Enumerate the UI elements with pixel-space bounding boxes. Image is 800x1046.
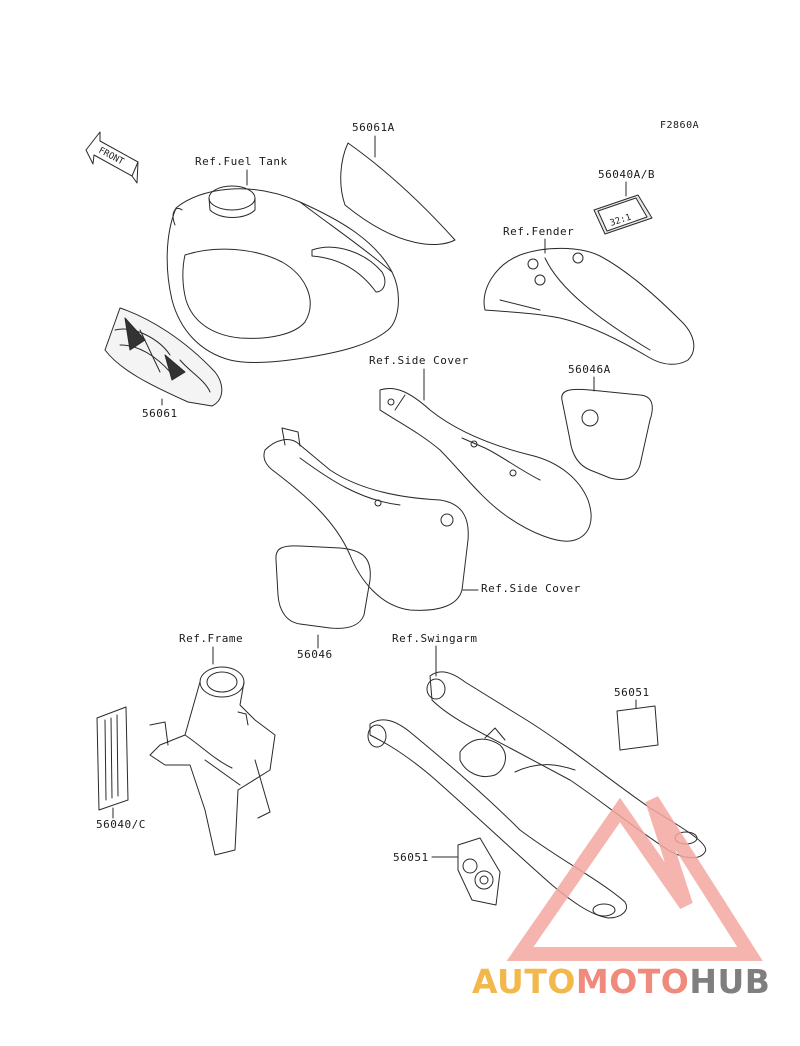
label-diagram-code: F2860A	[660, 120, 700, 131]
fender-outline	[483, 247, 695, 365]
label-ref-swingarm: Ref.Swingarm	[392, 632, 478, 645]
side-cover-upper-outline	[379, 387, 592, 542]
label-56051-lower: 56051	[393, 851, 429, 864]
label-ref-fender: Ref.Fender	[503, 225, 575, 238]
watermark-part-hub: HUB	[689, 962, 771, 1001]
side-cover-lower-outline	[263, 427, 469, 611]
watermark-part-auto: AUTO	[472, 962, 576, 1001]
decal-56051-lower	[457, 837, 501, 906]
leader-lines	[112, 135, 637, 858]
decal-56040c	[96, 706, 129, 811]
label-56040ab: 56040A/B	[598, 168, 655, 181]
label-56061a: 56061A	[352, 121, 395, 134]
decal-56046a	[561, 388, 653, 480]
label-56051-upper: 56051	[614, 686, 650, 699]
fuel-tank-outline	[166, 185, 399, 364]
watermark-logo-text: AUTOMOTOHUB	[472, 962, 770, 1001]
label-ref-frame: Ref.Frame	[179, 632, 244, 645]
decal-56061	[104, 307, 223, 407]
label-56040c: 56040/C	[96, 818, 146, 831]
decal-56046	[275, 545, 371, 629]
watermark-triangle-icon	[506, 796, 763, 961]
label-ref-side-cover-upper: Ref.Side Cover	[369, 354, 469, 367]
decal-56051-upper	[616, 705, 659, 751]
plate-56040ab: 32:1	[593, 194, 653, 235]
decal-56046a-hole	[581, 409, 599, 427]
watermark-part-moto: MOTO	[575, 962, 690, 1001]
front-arrow-icon: FRONT	[85, 131, 139, 184]
label-ref-side-cover-lower: Ref.Side Cover	[481, 582, 581, 595]
label-56046a: 56046A	[568, 363, 611, 376]
label-56046: 56046	[297, 648, 333, 661]
decal-56061a	[340, 142, 456, 245]
label-ref-fuel-tank: Ref.Fuel Tank	[195, 155, 288, 168]
frame-outline	[149, 666, 276, 856]
label-56061: 56061	[142, 407, 178, 420]
